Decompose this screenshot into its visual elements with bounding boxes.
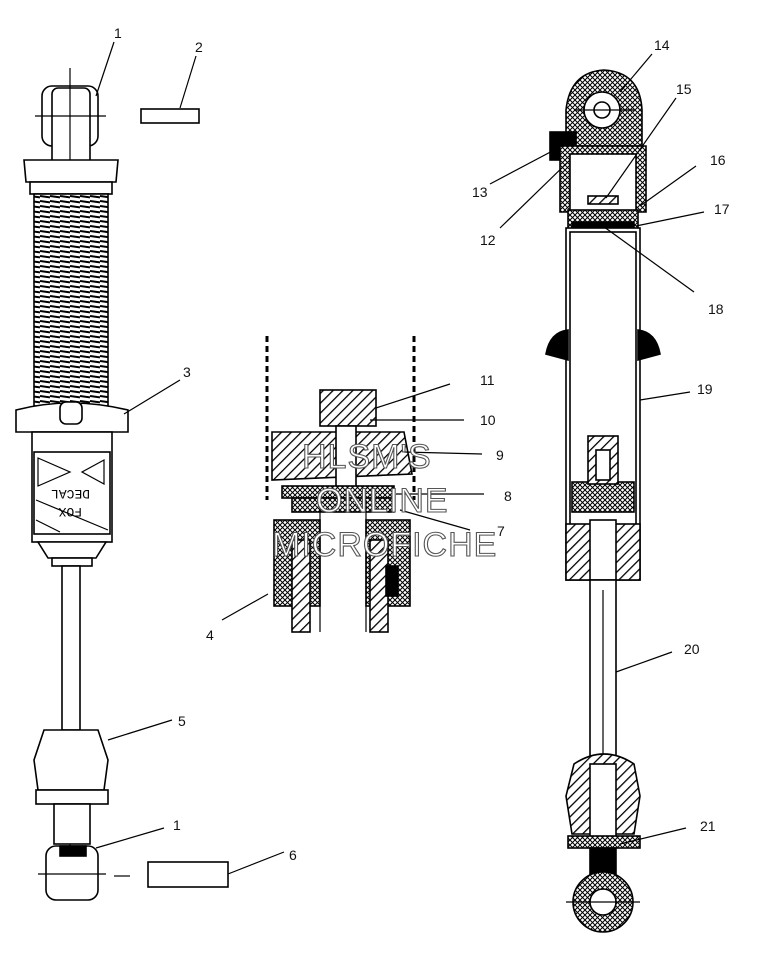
right-sectioned-shock bbox=[545, 69, 661, 933]
callout-5: 5 bbox=[178, 713, 186, 729]
part-2-sleeve bbox=[140, 108, 200, 124]
callout-8: 8 bbox=[504, 488, 512, 504]
decal-text-1: FOX bbox=[58, 504, 82, 519]
watermark: HLSM'S ONLINE MICROFICHE bbox=[271, 437, 497, 564]
callout-12: 12 bbox=[480, 232, 496, 248]
callout-21: 21 bbox=[700, 818, 716, 834]
callout-18: 18 bbox=[708, 301, 724, 317]
callout-9: 9 bbox=[496, 447, 504, 463]
callout-19: 19 bbox=[697, 381, 713, 397]
callout-6: 6 bbox=[289, 847, 297, 863]
watermark-line-3: MICROFICHE bbox=[272, 526, 497, 564]
watermark-line-1: HLSM'S bbox=[302, 438, 432, 476]
callout-14: 14 bbox=[654, 37, 670, 53]
callout-11: 11 bbox=[480, 372, 495, 388]
callout-13: 13 bbox=[472, 184, 488, 200]
decal-text-2: DECAL bbox=[51, 486, 90, 501]
callout-17: 17 bbox=[714, 201, 730, 217]
callout-20: 20 bbox=[684, 641, 700, 657]
callout-10: 10 bbox=[480, 412, 496, 428]
part-6-sleeve bbox=[147, 861, 229, 888]
left-shock-assembly: FOX DECAL bbox=[15, 68, 229, 901]
watermark-line-2: ONLINE bbox=[316, 482, 449, 520]
callout-2: 2 bbox=[195, 39, 203, 55]
leader-lines bbox=[95, 41, 705, 875]
callout-1-bottom: 1 bbox=[173, 817, 181, 833]
callout-16: 16 bbox=[710, 152, 726, 168]
callout-3: 3 bbox=[183, 364, 191, 380]
callout-labels: 1 2 3 4 5 1 6 7 8 9 10 11 12 13 14 15 16… bbox=[114, 25, 730, 863]
callout-1-top: 1 bbox=[114, 25, 122, 41]
callout-4: 4 bbox=[206, 627, 214, 643]
callout-7: 7 bbox=[497, 523, 505, 539]
callout-15: 15 bbox=[676, 81, 692, 97]
